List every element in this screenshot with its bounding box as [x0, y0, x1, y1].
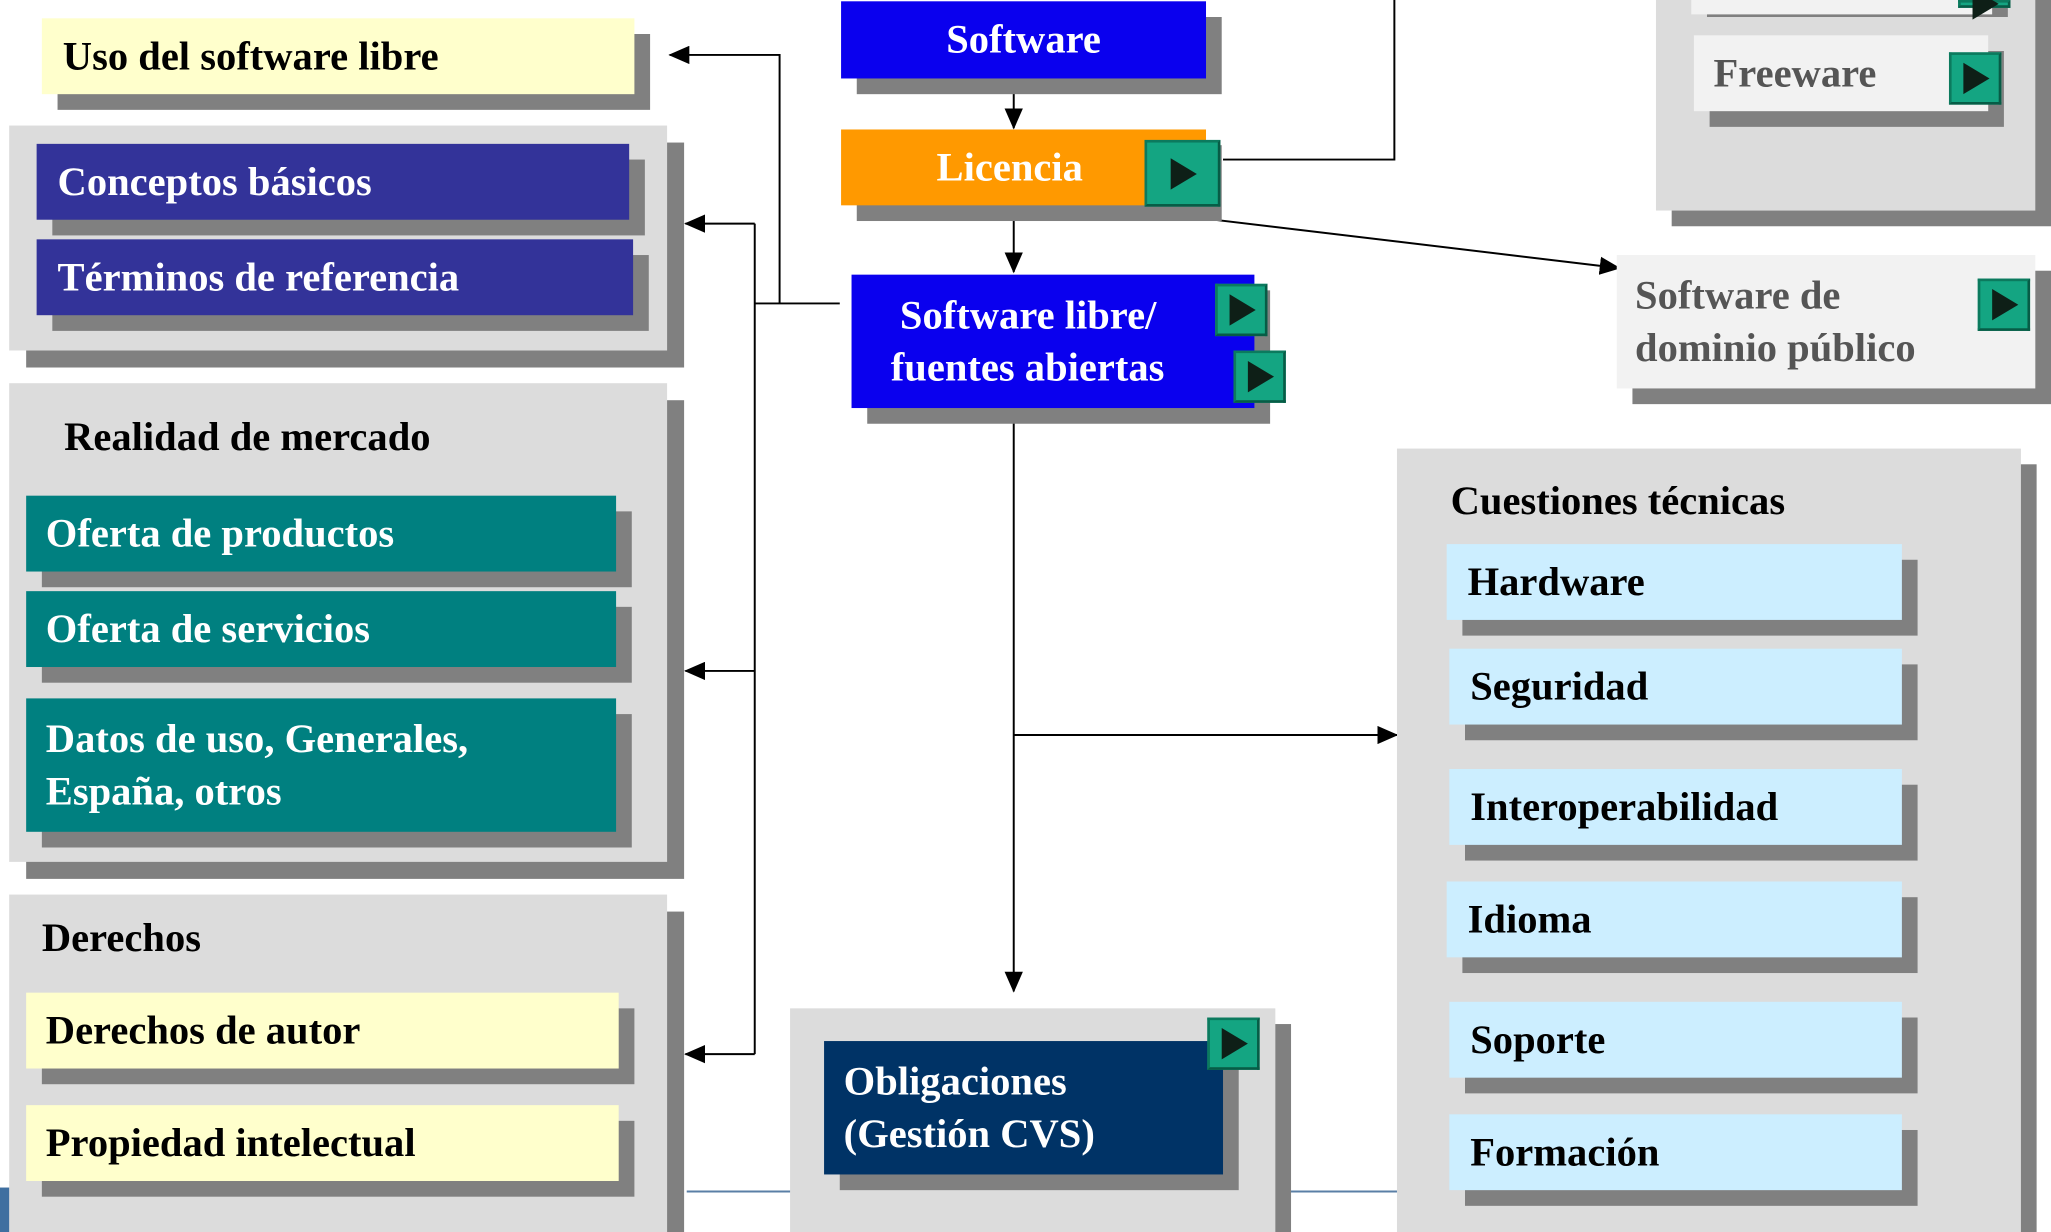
oferta-servicios-label: Oferta de servicios	[45, 605, 371, 652]
dominio-publico-line2: dominio público	[1635, 324, 1916, 371]
propiedad-intelectual-box[interactable]: Propiedad intelectual	[26, 1105, 619, 1181]
oferta-productos-label: Oferta de productos	[45, 509, 395, 556]
datos-uso-line2: España, otros	[45, 767, 282, 814]
hardware-box[interactable]: Hardware	[1446, 544, 1902, 620]
cuestiones-tecnicas-title: Cuestiones técnicas	[1450, 477, 1786, 524]
uso-software-libre-label: Uso del software libre	[62, 32, 439, 79]
propiedad-intelectual-label: Propiedad intelectual	[45, 1119, 416, 1166]
derechos-autor-box[interactable]: Derechos de autor	[26, 992, 619, 1069]
realidad-mercado-title: Realidad de mercado	[64, 413, 431, 460]
interoperabilidad-box[interactable]: Interoperabilidad	[1449, 769, 1902, 845]
software-libre-line1: Software libre/	[899, 291, 1157, 338]
interoperabilidad-label: Interoperabilidad	[1470, 783, 1779, 829]
freeware-label: Freeware	[1713, 49, 1877, 96]
uso-software-libre-box[interactable]: Uso del software libre	[41, 18, 635, 95]
terminos-referencia-box[interactable]: Términos de referencia	[36, 239, 634, 316]
dominio-publico-line1: Software de	[1635, 271, 1841, 318]
oferta-servicios-box[interactable]: Oferta de servicios	[26, 591, 617, 668]
derechos-autor-label: Derechos de autor	[45, 1006, 361, 1053]
datos-uso-box[interactable]: Datos de uso, Generales, España, otros	[26, 698, 617, 832]
arrow-licencia-dominio	[1203, 217, 1621, 275]
terminos-referencia-label: Términos de referencia	[57, 253, 460, 300]
conceptos-basicos-label: Conceptos básicos	[57, 158, 372, 204]
licencia-label: Licencia	[936, 143, 1083, 190]
formacion-box[interactable]: Formación	[1449, 1114, 1902, 1191]
top-play-icon[interactable]	[1958, 0, 2011, 20]
datos-uso-line1: Datos de uso, Generales,	[45, 715, 469, 761]
licencia-play-icon[interactable]	[1144, 139, 1221, 207]
obligaciones-line2: (Gestión CVS)	[843, 1110, 1095, 1157]
seguridad-box[interactable]: Seguridad	[1449, 648, 1902, 725]
dominio-publico-play-icon[interactable]	[1977, 278, 2031, 331]
idioma-label: Idioma	[1467, 895, 1592, 942]
derechos-title: Derechos	[41, 914, 202, 960]
conceptos-basicos-box[interactable]: Conceptos básicos	[36, 143, 630, 220]
idioma-box[interactable]: Idioma	[1446, 881, 1902, 958]
line-licencia-top	[1223, 0, 1396, 161]
oferta-productos-box[interactable]: Oferta de productos	[26, 495, 617, 572]
seguridad-label: Seguridad	[1470, 662, 1649, 709]
software-label: Software	[946, 16, 1101, 62]
obligaciones-line1: Obligaciones	[843, 1057, 1067, 1104]
fuentes-abiertas-play-icon[interactable]	[1233, 350, 1286, 403]
licencias-top-box[interactable]	[1691, 0, 1993, 15]
obligaciones-play-icon[interactable]	[1207, 1017, 1260, 1070]
software-libre-line2: fuentes abiertas	[890, 343, 1165, 390]
software-box[interactable]: Software	[841, 1, 1207, 79]
soporte-label: Soporte	[1470, 1016, 1606, 1062]
line-uso-bracket	[668, 45, 781, 304]
formacion-label: Formación	[1470, 1128, 1660, 1175]
dominio-publico-box[interactable]: Software de dominio público	[1616, 255, 2036, 389]
freeware-play-icon[interactable]	[1948, 52, 2002, 105]
software-libre-box[interactable]: Software libre/ fuentes abiertas	[851, 274, 1255, 409]
freeware-box[interactable]: Freeware	[1693, 35, 1989, 112]
hardware-label: Hardware	[1467, 558, 1645, 605]
obligaciones-box[interactable]: Obligaciones (Gestión CVS)	[824, 1041, 1224, 1175]
soporte-box[interactable]: Soporte	[1449, 1001, 1902, 1078]
software-libre-play-icon[interactable]	[1215, 283, 1268, 337]
